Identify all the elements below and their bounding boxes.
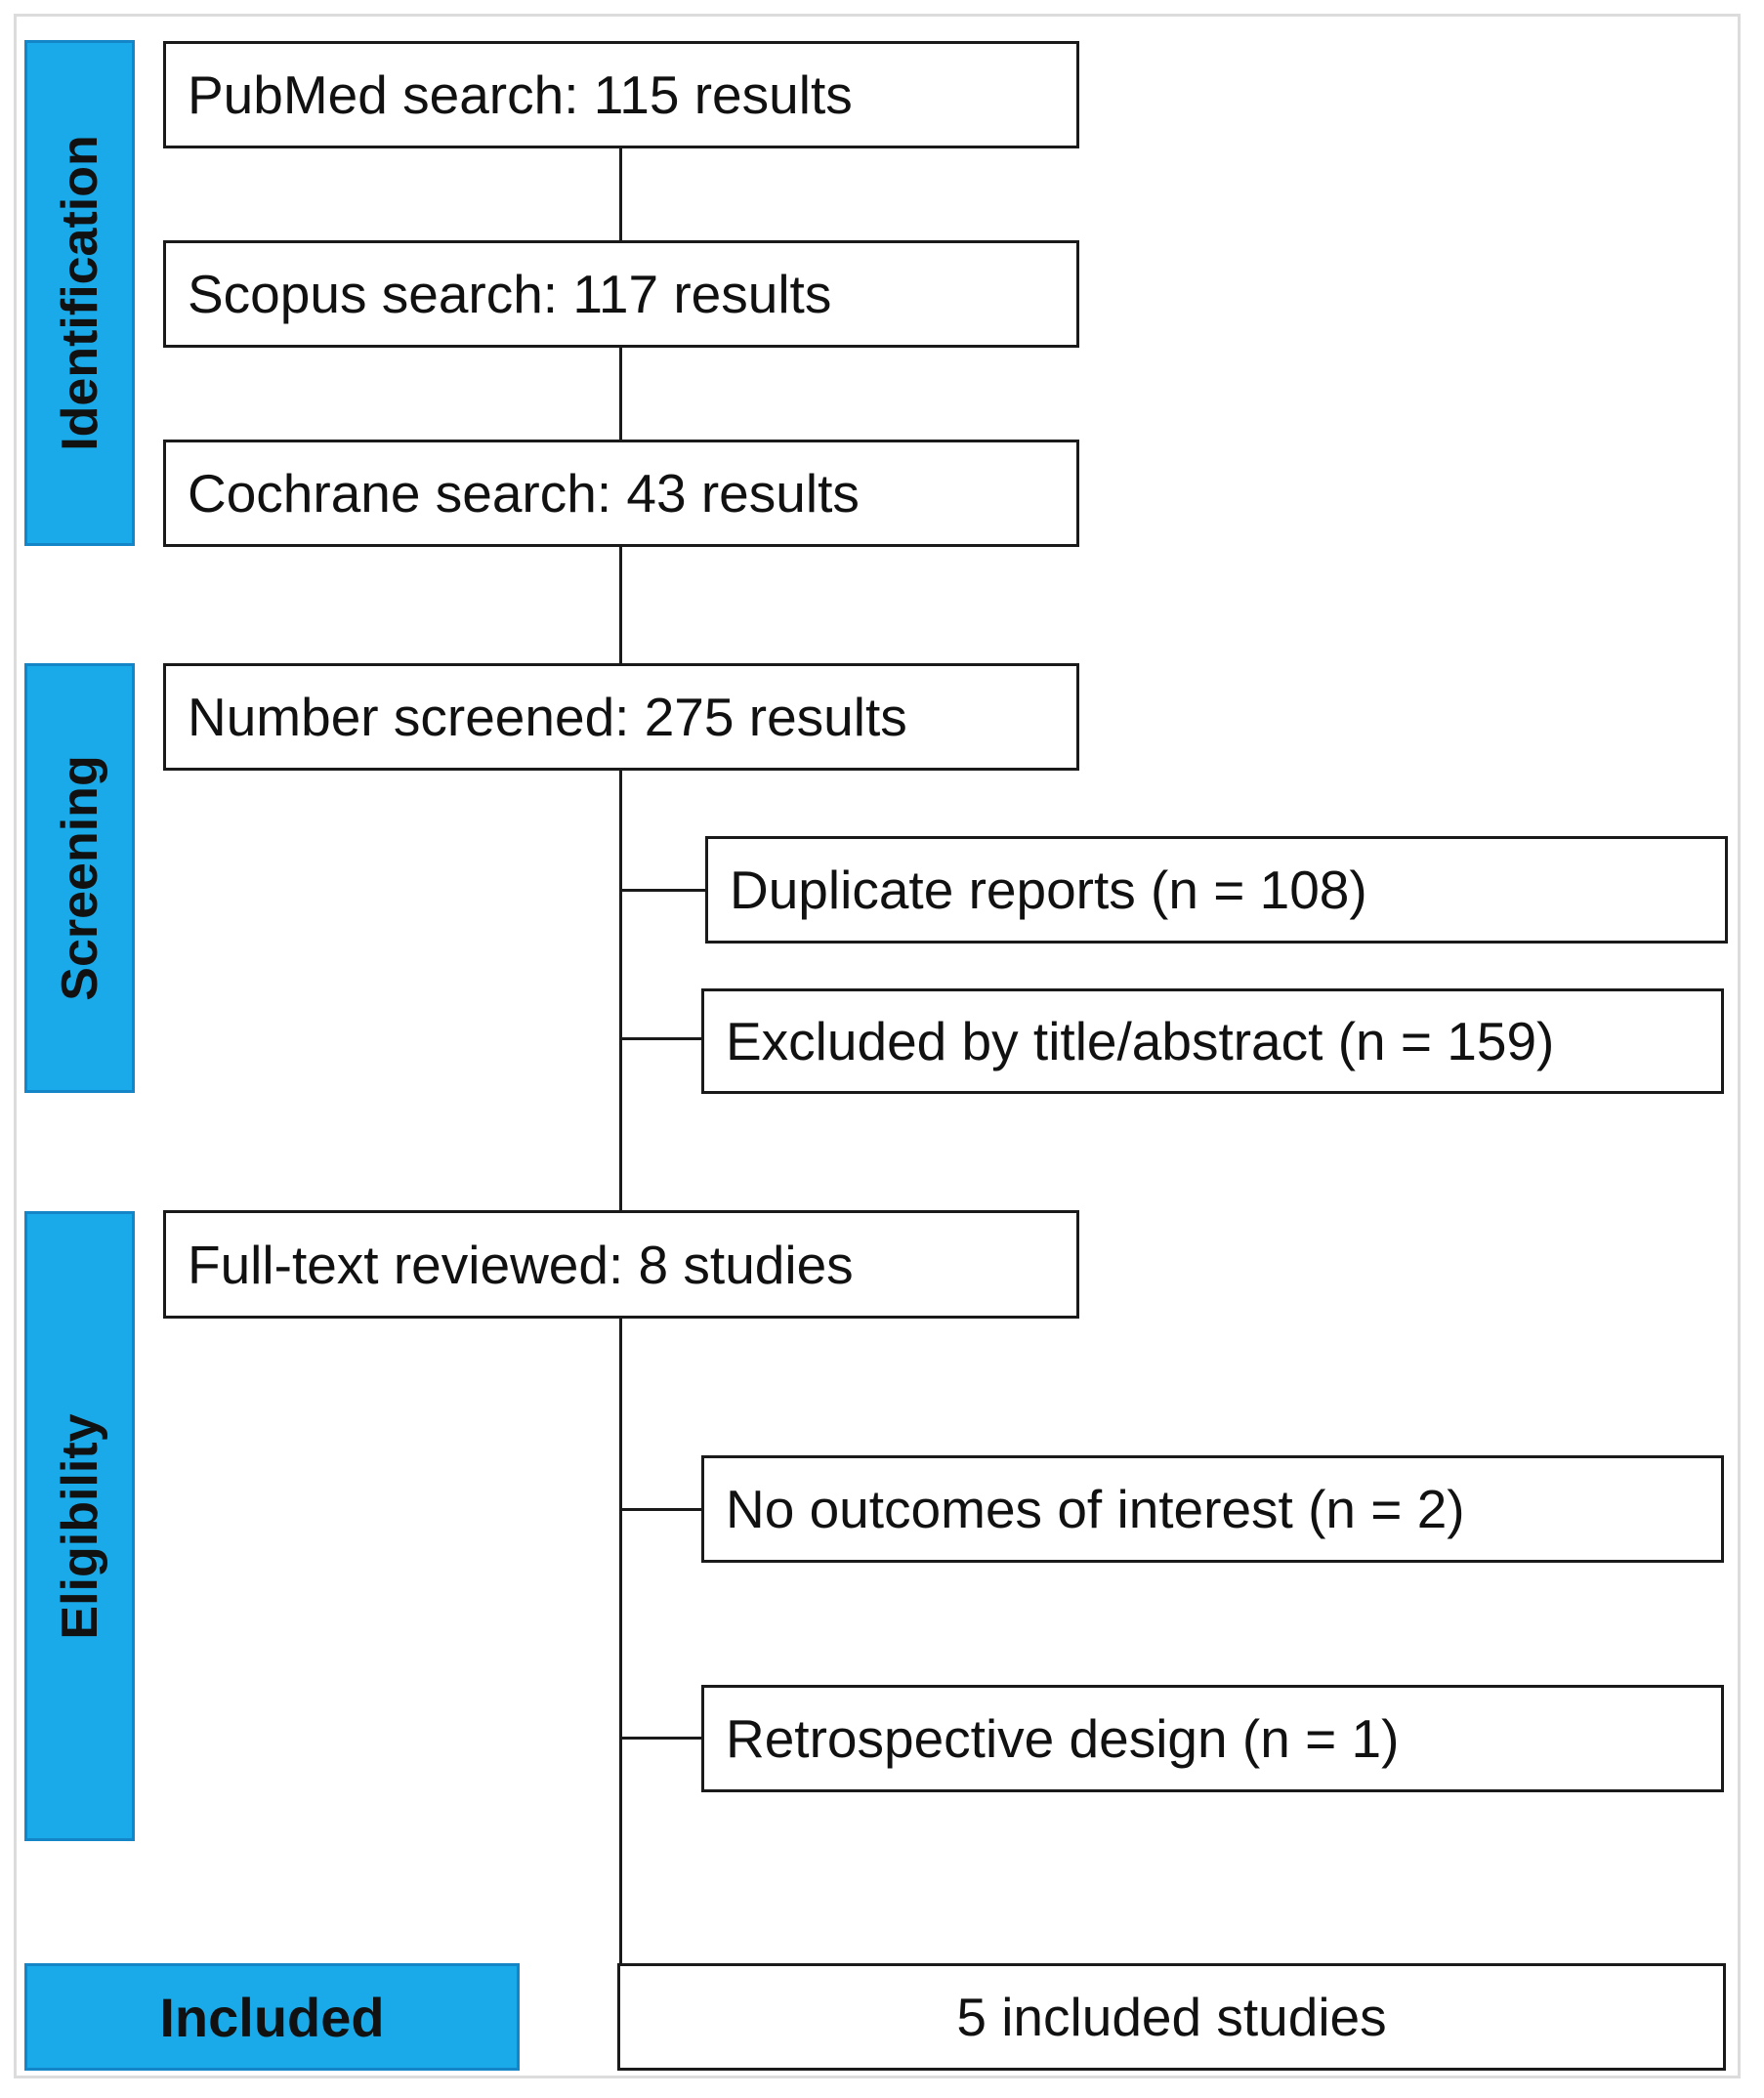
- number-screened-box: Number screened: 275 results: [163, 663, 1079, 771]
- pubmed-search-text: PubMed search: 115 results: [188, 64, 853, 125]
- diagram-frame: [14, 14, 1741, 2078]
- retrospective-design-box: Retrospective design (n = 1): [701, 1685, 1724, 1792]
- pubmed-search-box: PubMed search: 115 results: [163, 41, 1079, 148]
- no-outcomes-box: No outcomes of interest (n = 2): [701, 1455, 1724, 1563]
- included-studies-text: 5 included studies: [956, 1987, 1387, 2047]
- stage-screening: Screening: [24, 663, 135, 1093]
- connector-retrospective: [619, 1737, 703, 1740]
- stage-included-label: Included: [159, 1986, 385, 2048]
- cochrane-search-text: Cochrane search: 43 results: [188, 463, 860, 524]
- scopus-search-text: Scopus search: 117 results: [188, 264, 832, 324]
- excluded-title-abstract-text: Excluded by title/abstract (n = 159): [726, 1011, 1555, 1071]
- duplicate-reports-text: Duplicate reports (n = 108): [730, 860, 1367, 920]
- connector-excluded-title-abstract: [619, 1037, 703, 1040]
- full-text-reviewed-text: Full-text reviewed: 8 studies: [188, 1234, 854, 1295]
- full-text-reviewed-box: Full-text reviewed: 8 studies: [163, 1210, 1079, 1319]
- stage-eligibility-label: Eligibility: [51, 1412, 108, 1640]
- cochrane-search-box: Cochrane search: 43 results: [163, 440, 1079, 547]
- scopus-search-box: Scopus search: 117 results: [163, 240, 1079, 348]
- retrospective-design-text: Retrospective design (n = 1): [726, 1708, 1400, 1769]
- included-studies-box: 5 included studies: [617, 1963, 1726, 2071]
- stage-included: Included: [24, 1963, 520, 2071]
- connector-no-outcomes: [619, 1508, 703, 1511]
- connector-identification: [619, 147, 622, 664]
- stage-eligibility: Eligibility: [24, 1211, 135, 1841]
- stage-identification-label: Identification: [51, 135, 108, 451]
- connector-main-trunk: [619, 768, 622, 1979]
- number-screened-text: Number screened: 275 results: [188, 687, 907, 747]
- excluded-title-abstract-box: Excluded by title/abstract (n = 159): [701, 988, 1724, 1094]
- connector-duplicates: [619, 889, 707, 892]
- stage-screening-label: Screening: [51, 755, 108, 1001]
- stage-identification: Identification: [24, 40, 135, 546]
- duplicate-reports-box: Duplicate reports (n = 108): [705, 836, 1728, 944]
- no-outcomes-text: No outcomes of interest (n = 2): [726, 1479, 1465, 1539]
